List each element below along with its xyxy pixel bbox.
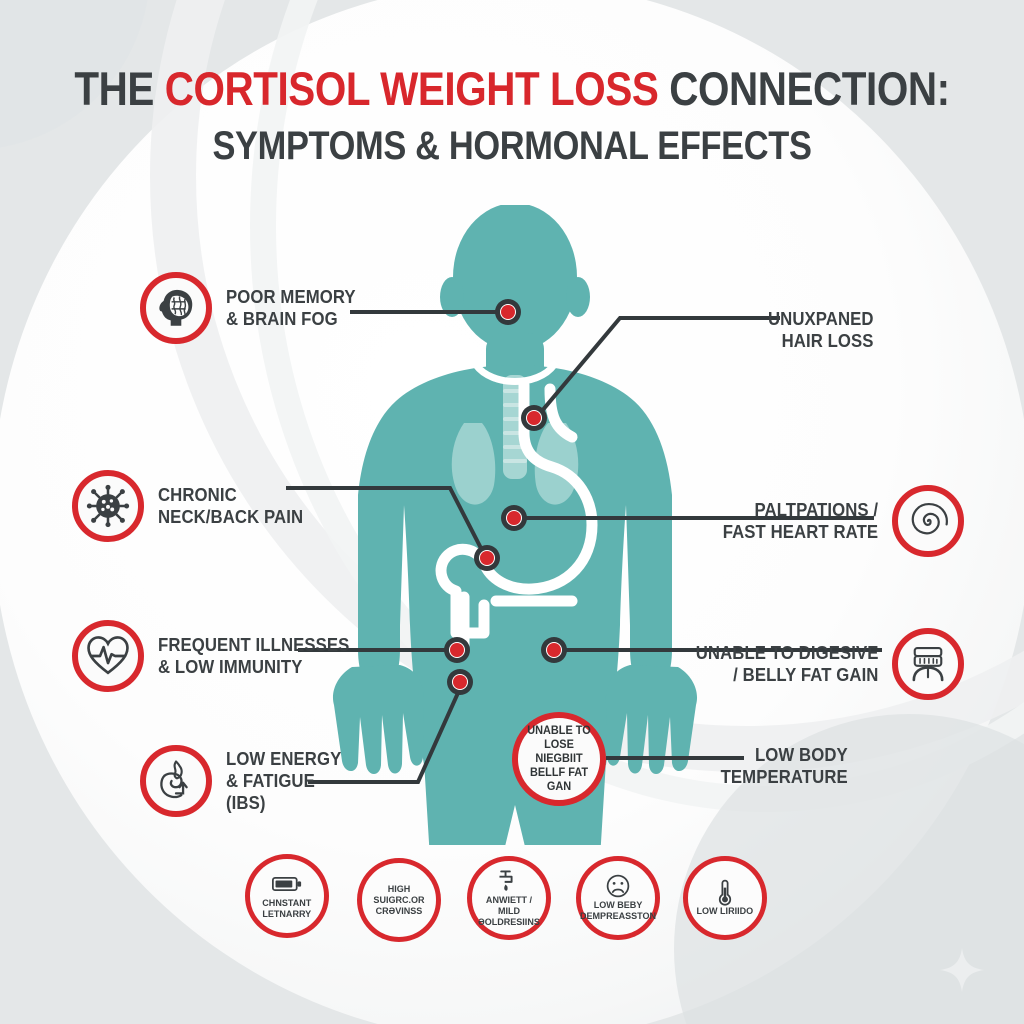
symptom-item-low-energy-fatigue[interactable]: LOW ENERGY & FATIGUE (IBS)	[140, 745, 350, 817]
symptom-item-chronic-neck-back-pain[interactable]: CHRONIC NECK/BACK PAIN	[72, 470, 314, 542]
symptom-label: CHRONIC NECK/BACK PAIN	[158, 485, 304, 527]
symptom-label: CHNSTANT LETNARRY	[262, 898, 312, 920]
title-block: THE CORTISOL WEIGHT LOSS CONNECTION: SYM…	[0, 64, 1024, 169]
tape-measure-icon	[892, 628, 964, 700]
page-title-line1: THE CORTISOL WEIGHT LOSS CONNECTION:	[72, 64, 953, 114]
symptom-item-palpitations[interactable]: PALTPATIONS / FAST HEART RATE	[711, 485, 964, 557]
title-post: CONNECTION:	[658, 62, 950, 115]
symptom-label: UNUXPANED HAIR LOSS	[768, 309, 874, 351]
title-highlight: CORTISOL WEIGHT LOSS	[164, 62, 659, 115]
symptom-label: LOW ENERGY & FATIGUE (IBS)	[226, 749, 342, 813]
sad-face-icon	[605, 874, 631, 898]
page-subtitle: SYMPTOMS & HORMONAL EFFECTS	[212, 124, 812, 168]
symptom-item-low-libido[interactable]: LOW LIRIIDO	[683, 856, 767, 940]
belly-badge-label: UNABLE TO LOSE NIEGBIIT BELLF FAT GAN	[527, 725, 591, 793]
symptom-label: FREQUENT ILLNESSES & LOW IMMUNITY	[158, 635, 350, 677]
symptom-label: ANWIETT / MILD ƏOLDRESIINS	[478, 894, 540, 928]
symptom-item-poor-memory[interactable]: POOR MEMORY & BRAIN FOG	[140, 272, 365, 344]
title-pre: THE	[74, 62, 165, 115]
sparkle-icon	[940, 948, 984, 992]
belly-fat-badge[interactable]: UNABLE TO LOSE NIEGBIIT BELLF FAT GAN	[512, 712, 606, 806]
symptom-item-anxiety-cold-sweats[interactable]: ANWIETT / MILD ƏOLDRESIINS	[467, 856, 551, 940]
head-brain-icon	[140, 272, 212, 344]
marker-dots	[444, 299, 567, 695]
spiral-icon	[892, 485, 964, 557]
symptom-label: POOR MEMORY & BRAIN FOG	[226, 287, 356, 329]
virus-germ-icon	[72, 470, 144, 542]
symptom-label: LOW LIRIIDO	[696, 905, 754, 917]
symptom-label: LOW BODY TEMPERATURE	[720, 745, 848, 787]
symptom-label: LOW BEBY DEMPREASSTON	[579, 900, 657, 922]
symptom-item-constant-lethargy[interactable]: CHNSTANT LETNARRY	[245, 854, 329, 938]
human-body-silhouette	[332, 205, 698, 845]
symptom-item-high-sugar-cravings[interactable]: HIGH SUIGRC.OR CRƏVINSS	[357, 858, 441, 942]
symptom-item-low-mood-depression[interactable]: LOW BEBY DEMPREASSTON	[576, 856, 660, 940]
stomach-flame-icon	[140, 745, 212, 817]
symptom-label: PALTPATIONS / FAST HEART RATE	[722, 500, 878, 542]
faucet-icon	[496, 869, 522, 893]
symptom-item-hair-loss[interactable]: UNUXPANED HAIR LOSS	[760, 308, 874, 352]
thermometer-icon	[716, 879, 734, 906]
symptom-item-low-body-temperature[interactable]: LOW BODY TEMPERATURE	[711, 744, 848, 788]
bottom-symptom-row: CHNSTANT LETNARRY HIGH SUIGRC.OR CRƏVINS…	[245, 848, 780, 953]
symptom-item-unable-to-digest[interactable]: UNABLE TO DIGESIVE / BELLY FAT GAIN	[682, 628, 964, 700]
symptom-label: UNABLE TO DIGESIVE / BELLY FAT GAIN	[695, 643, 878, 685]
symptom-item-frequent-illnesses[interactable]: FREQUENT ILLNESSES & LOW IMMUNITY	[72, 620, 364, 692]
symptom-label: HIGH SUIGRC.OR CRƏVINSS	[373, 883, 425, 917]
heart-pulse-icon	[72, 620, 144, 692]
battery-icon	[272, 872, 302, 896]
